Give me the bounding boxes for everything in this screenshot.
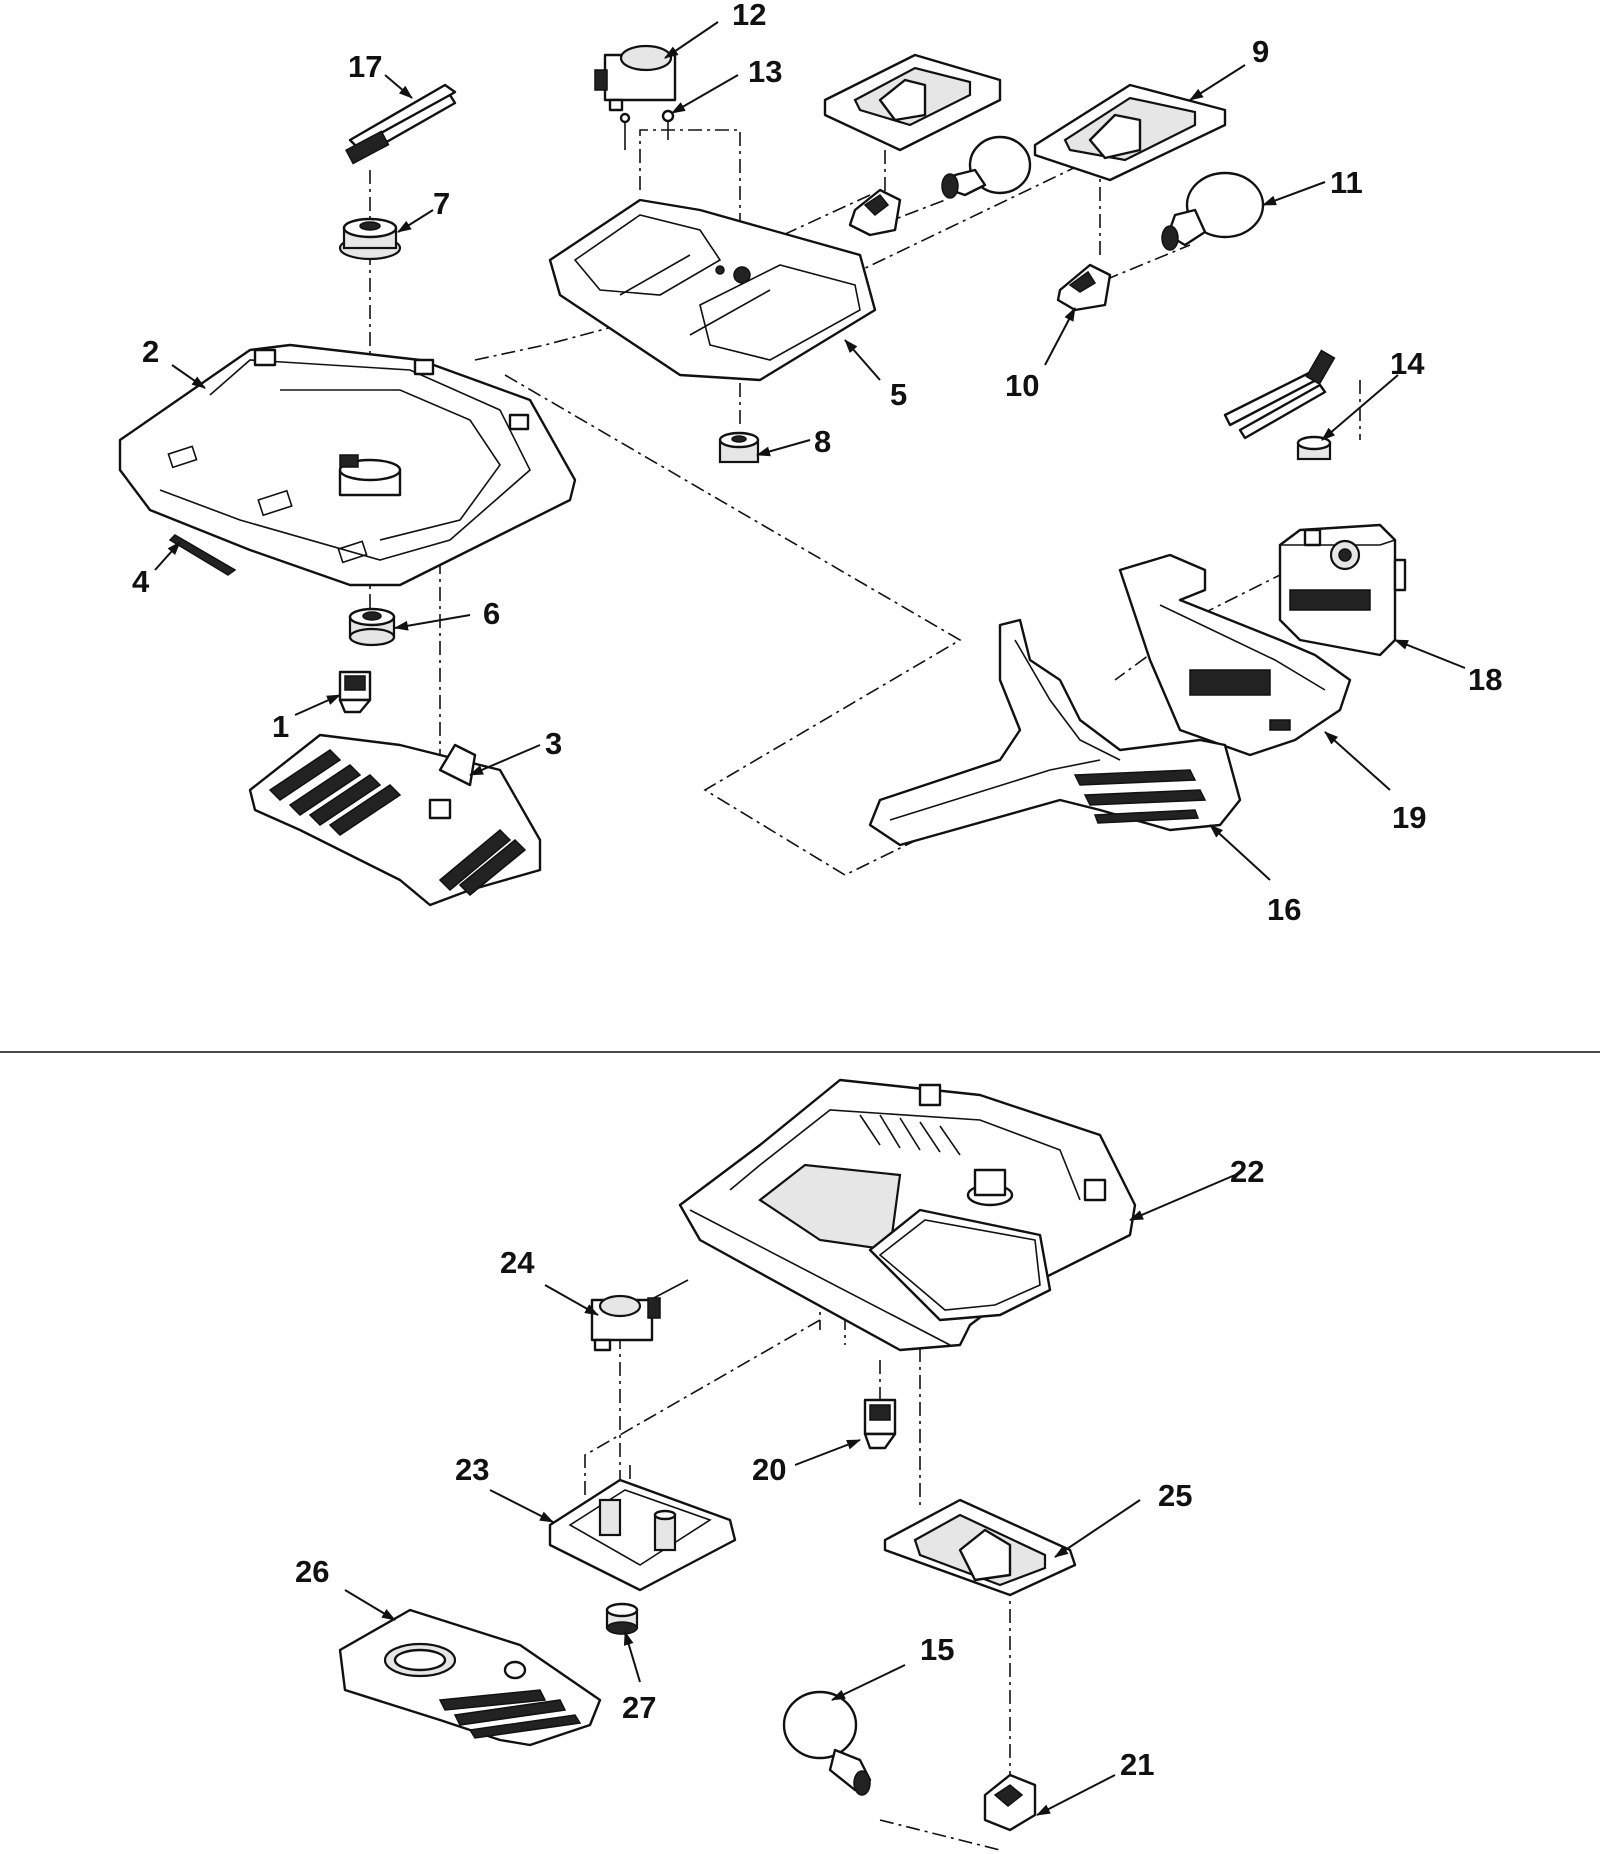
callout-17: 17	[348, 49, 382, 84]
callout-labels: 17 7 2 4 6 1 3 5 8 12 13 9 11 10 14 18 1…	[132, 0, 1502, 1782]
light-bulb-upper-left	[941, 135, 1032, 199]
part-3-grille-cover	[248, 733, 542, 907]
callout-14: 14	[1390, 346, 1425, 381]
callout-16: 16	[1267, 892, 1301, 927]
callout-5: 5	[890, 377, 907, 412]
part-4-clip	[168, 534, 237, 576]
callout-6: 6	[483, 596, 500, 631]
part-8-socket	[718, 431, 760, 464]
callout-9: 9	[1252, 34, 1269, 69]
part-11-light-bulb	[1161, 171, 1265, 251]
part-20-switch	[863, 1398, 897, 1450]
part-6-socket	[348, 607, 396, 647]
part-27-socket	[605, 1602, 639, 1635]
part-23-bracket	[548, 1478, 737, 1592]
callout-13: 13	[748, 54, 782, 89]
callout-19: 19	[1392, 800, 1426, 835]
part-2-housing	[118, 343, 577, 587]
light-shield-upper-left	[823, 53, 1002, 152]
light-socket-upper-left	[848, 188, 902, 237]
part-18-control-module	[1278, 523, 1407, 657]
part-21-light-socket	[983, 1773, 1037, 1832]
callout-24: 24	[500, 1245, 535, 1280]
callout-4: 4	[132, 564, 150, 599]
part-25-light-shield	[883, 1498, 1077, 1597]
part-5-frame-plate	[548, 198, 877, 382]
part-26-grille-cover	[338, 1608, 602, 1747]
part-14-gasket-and-socket	[1223, 349, 1336, 461]
callout-3: 3	[545, 726, 562, 761]
callout-26: 26	[295, 1554, 329, 1589]
callout-7: 7	[433, 186, 450, 221]
callout-27: 27	[622, 1690, 656, 1725]
part-12-timer-motor	[594, 44, 677, 112]
callout-18: 18	[1468, 662, 1502, 697]
callout-1: 1	[272, 709, 289, 744]
callout-23: 23	[455, 1452, 489, 1487]
callout-22: 22	[1230, 1154, 1264, 1189]
part-15-light-bulb	[782, 1690, 872, 1796]
leader-lines	[154, 21, 1466, 1816]
callout-10: 10	[1005, 368, 1039, 403]
callout-21: 21	[1120, 1747, 1154, 1782]
callout-2: 2	[142, 334, 159, 369]
part-16-curved-cover	[868, 618, 1242, 847]
part-13-screws	[619, 109, 675, 150]
part-17-gasket-strip	[345, 83, 457, 165]
part-7-socket	[338, 217, 402, 261]
part-1-switch	[338, 670, 372, 714]
part-22-liner-housing	[678, 1078, 1137, 1352]
callout-8: 8	[814, 424, 831, 459]
part-19-bracket	[1118, 553, 1352, 757]
callout-25: 25	[1158, 1478, 1192, 1513]
part-24-component	[590, 1279, 689, 1352]
callout-11: 11	[1330, 165, 1363, 200]
callout-20: 20	[752, 1452, 786, 1487]
callout-12: 12	[732, 0, 766, 32]
callout-15: 15	[920, 1632, 954, 1667]
part-10-light-socket	[1056, 263, 1112, 312]
part-9-light-shield	[1033, 83, 1227, 182]
